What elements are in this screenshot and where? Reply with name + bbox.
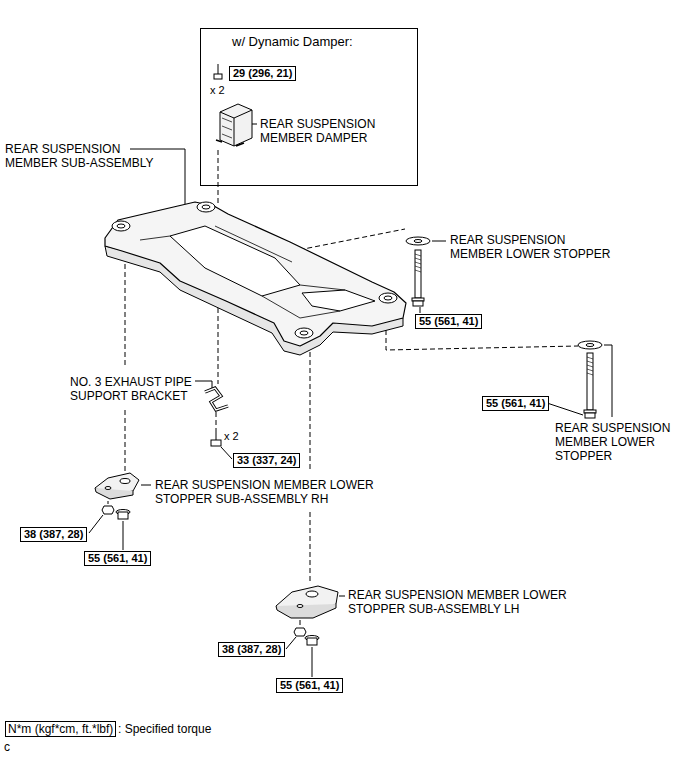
part-name: NO. 3 EXHAUST PIPE SUPPORT BRACKET [70,375,198,403]
variant-box: w/ Dynamic Damper: 29 (296, 21) [200,28,418,186]
nut-symbol [294,628,319,645]
torque-value: 55 (561, 41) [486,397,545,409]
legend-text: : Specified torque [118,722,211,736]
torque-value: 33 (337, 24) [237,454,296,466]
lower-stopper-washer [578,341,602,349]
variant-title: w/ Dynamic Damper: [201,29,417,49]
part-name: REAR SUSPENSION MEMBER LOWER STOPPER [555,421,680,463]
torque-spec-box: 55 (561, 41) [482,396,549,411]
torque-spec-box: 33 (337, 24) [233,453,300,468]
quantity-mark: x 2 [210,83,225,97]
member-damper [216,104,252,146]
torque-value: 55 (561, 41) [280,679,339,691]
quantity-mark: x 2 [224,429,239,443]
torque-spec-box: 55 (561, 41) [84,551,151,566]
nut-symbol [102,506,130,519]
part-name: REAR SUSPENSION MEMBER LOWER STOPPER SUB… [348,588,588,616]
torque-value: 29 (296, 21) [233,67,292,79]
suspension-member [105,202,406,355]
bolt-symbol [211,428,221,446]
lower-stopper-lh [276,586,338,618]
bolt-symbol [214,64,222,79]
torque-spec-box: 38 (387, 28) [20,527,87,542]
torque-spec-box: 38 (387, 28) [218,642,285,657]
torque-value: 38 (387, 28) [222,643,281,655]
lower-stopper-washer [406,237,430,245]
part-name: REAR SUSPENSION MEMBER LOWER STOPPER SUB… [155,478,395,506]
long-bolt [584,353,596,418]
legend-box: N*m (kgf*cm, ft.*lbf) [5,721,116,737]
torque-spec-box: 55 (561, 41) [276,678,343,693]
exhaust-support-bracket [205,388,228,410]
long-bolt [412,250,424,306]
figure-code: c [4,740,10,754]
torque-value: 55 (561, 41) [419,315,478,327]
part-name: REAR SUSPENSION MEMBER SUB-ASSEMBLY [5,142,160,170]
legend-unit-text: N*m (kgf*cm, ft.*lbf) [8,722,113,736]
lower-stopper-rh [95,473,139,499]
part-name: REAR SUSPENSION MEMBER LOWER STOPPER [450,233,616,261]
torque-spec-box: 55 (561, 41) [415,314,482,329]
torque-value: 55 (561, 41) [88,552,147,564]
torque-value: 38 (387, 28) [24,528,83,540]
part-name: REAR SUSPENSION MEMBER DAMPER [260,117,390,145]
torque-spec-box: 29 (296, 21) [229,66,296,81]
